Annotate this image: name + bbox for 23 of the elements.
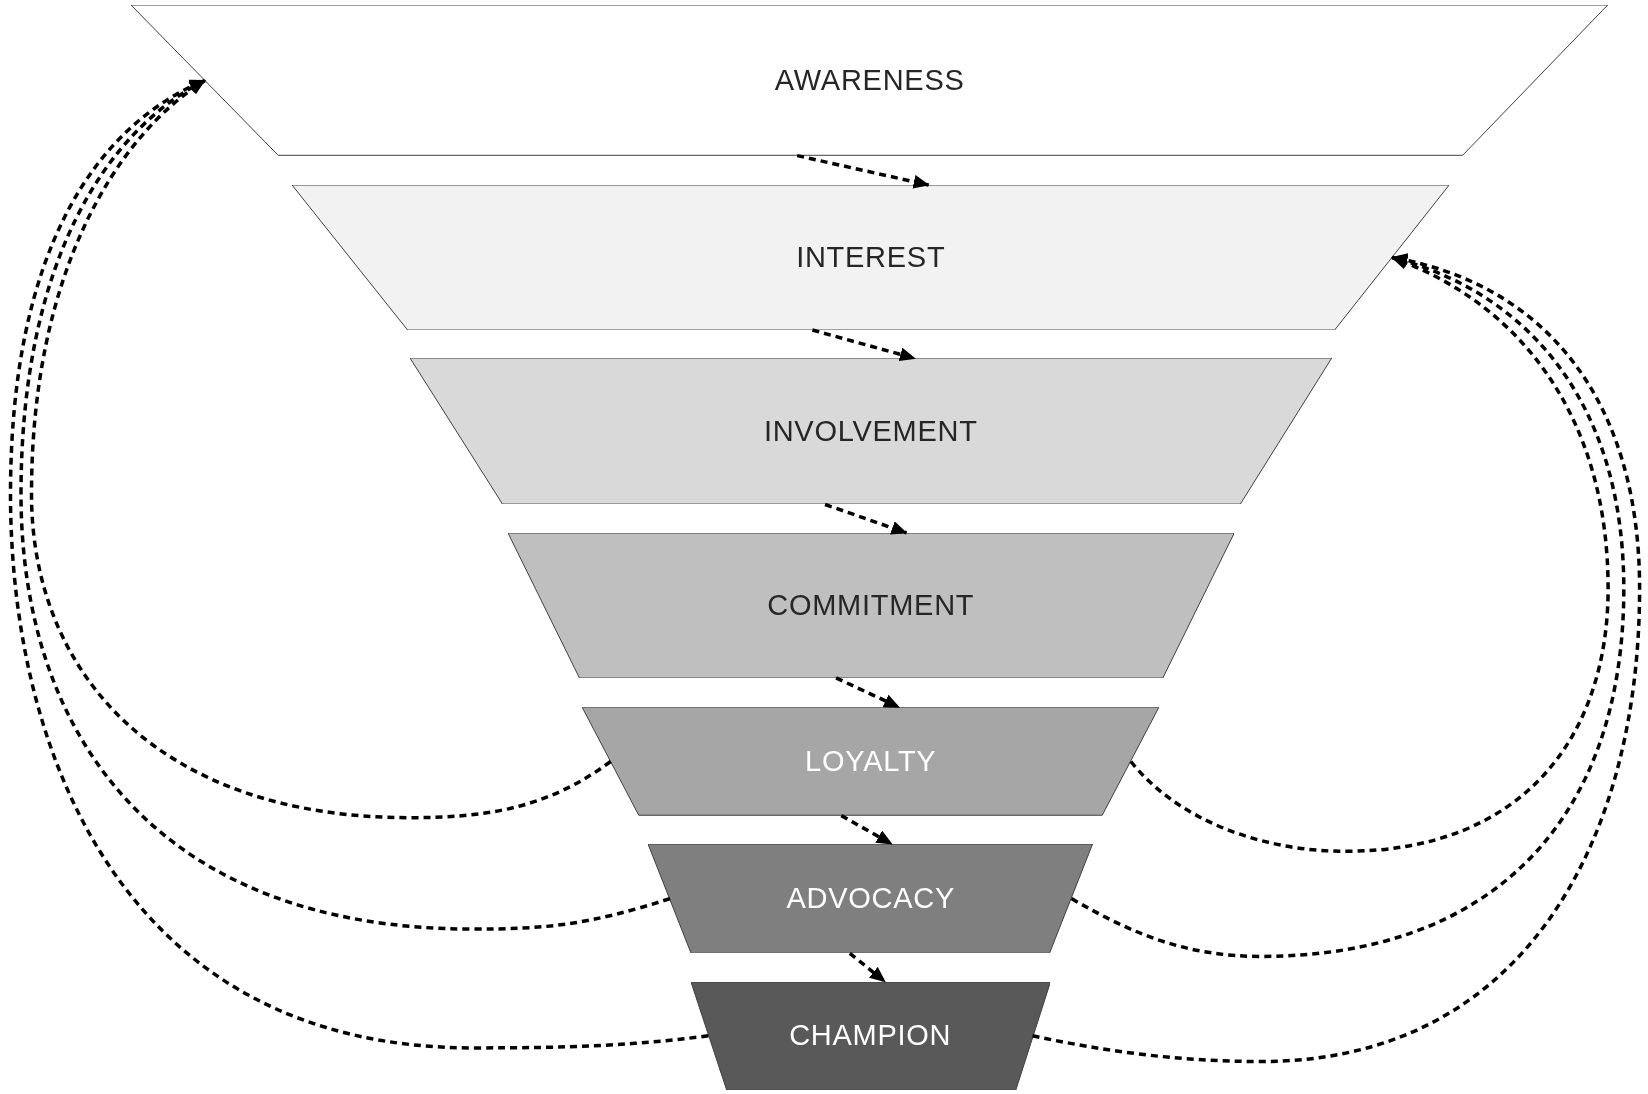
- dashed-arrow: [1070, 255, 1626, 959]
- funnel-stage: [131, 5, 1609, 156]
- stage-label: AWARENESS: [774, 62, 965, 98]
- funnel-stage: [648, 843, 1094, 954]
- stage-label: COMMITMENT: [767, 587, 975, 623]
- dashed-arrow: [29, 78, 612, 820]
- stage-label: CHAMPION: [789, 1018, 952, 1053]
- funnel-stage: [409, 358, 1332, 505]
- dashed-arrow: [8, 78, 709, 1050]
- stage-label: INVOLVEMENT: [763, 413, 978, 449]
- dashed-arrow: [1129, 255, 1610, 854]
- stage-label: INTEREST: [796, 239, 946, 275]
- stage-label: ADVOCACY: [786, 880, 956, 916]
- funnel-stage: [582, 707, 1160, 816]
- dashed-arrow: [840, 814, 893, 846]
- dashed-arrow: [1032, 254, 1642, 1064]
- stage-label: LOYALTY: [805, 743, 937, 779]
- funnel-stage: [690, 981, 1050, 1090]
- dashed-arrow: [835, 676, 900, 709]
- dashed-arrow: [848, 951, 887, 984]
- funnel-stage: [292, 184, 1450, 330]
- funnel-stage: [507, 532, 1234, 678]
- dashed-arrow: [19, 78, 671, 931]
